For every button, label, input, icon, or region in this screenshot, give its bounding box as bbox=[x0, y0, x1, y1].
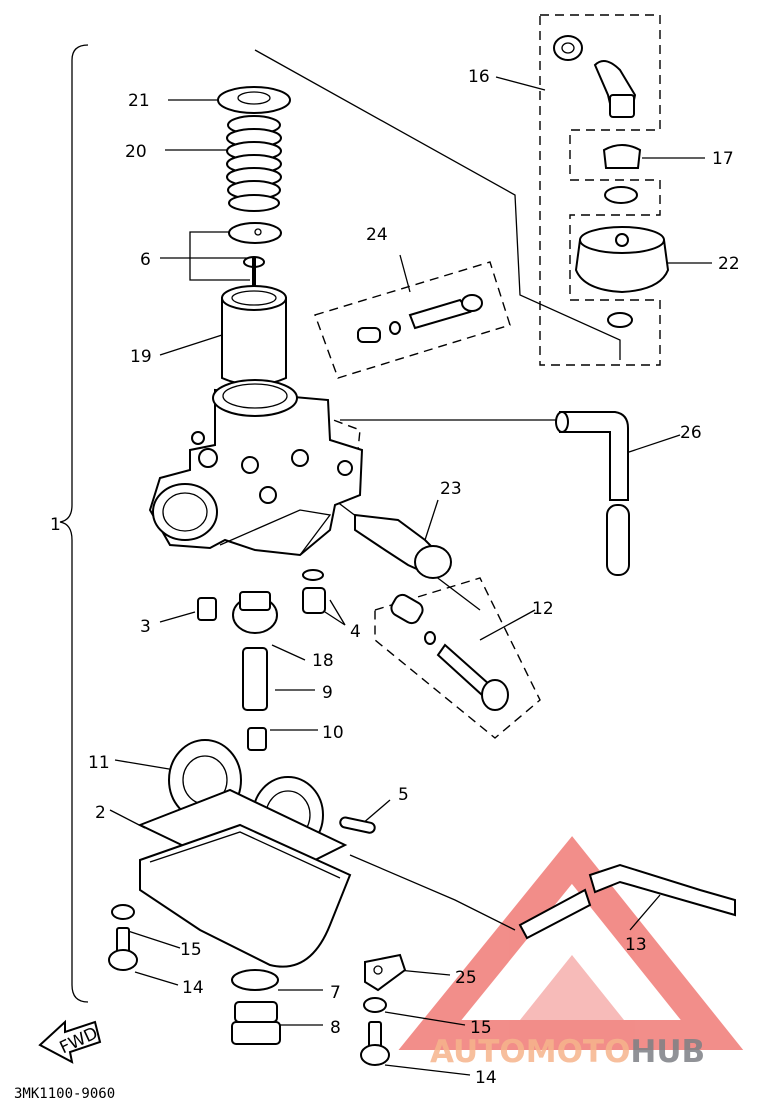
watermark-logo bbox=[398, 836, 744, 1050]
washer-top bbox=[217, 86, 291, 114]
needle-jet bbox=[242, 647, 268, 711]
vent-hose bbox=[555, 411, 630, 576]
callout-7: 7 bbox=[330, 983, 341, 1003]
callout-20: 20 bbox=[125, 142, 147, 162]
hose-bracket bbox=[364, 953, 407, 992]
callout-13: 13 bbox=[625, 935, 647, 955]
washer-left bbox=[111, 904, 135, 920]
callout-5: 5 bbox=[398, 785, 409, 805]
washer-right bbox=[363, 997, 387, 1013]
svg-text:AUTOMOTOHUB: AUTOMOTOHUB bbox=[430, 1034, 705, 1070]
callout-18: 18 bbox=[312, 651, 334, 671]
callout-9: 9 bbox=[322, 683, 333, 703]
callout-15a: 15 bbox=[180, 940, 202, 960]
callout-labels: 1 2 3 4 5 6 7 8 9 10 11 12 13 14 14 15 1… bbox=[50, 67, 740, 1088]
screw-left bbox=[108, 927, 138, 971]
callout-16: 16 bbox=[468, 67, 490, 87]
callout-4: 4 bbox=[350, 622, 361, 642]
clip-ring bbox=[607, 312, 633, 328]
carburetor-body bbox=[148, 379, 364, 557]
callout-22: 22 bbox=[718, 254, 740, 274]
drawing-code: 3MK1100-9060 bbox=[14, 1086, 115, 1102]
starter-cap bbox=[602, 144, 642, 169]
o-ring bbox=[231, 969, 279, 991]
callout-26: 26 bbox=[680, 423, 702, 443]
mixing-chamber-top bbox=[574, 226, 670, 294]
assembly-brace bbox=[59, 44, 89, 1003]
fuel-elbow bbox=[553, 35, 637, 118]
overflow-hose bbox=[518, 863, 736, 940]
callout-6: 6 bbox=[140, 250, 151, 270]
brand-part-hub: HUB bbox=[630, 1034, 705, 1070]
callout-11: 11 bbox=[88, 753, 110, 773]
throttle-spring bbox=[226, 115, 282, 212]
callout-1: 1 bbox=[50, 515, 61, 535]
callout-12: 12 bbox=[532, 599, 554, 619]
callout-14a: 14 bbox=[182, 978, 204, 998]
callout-23: 23 bbox=[440, 479, 462, 499]
watermark-brand: AUTOMOTOHUB bbox=[430, 1034, 705, 1070]
screw-right bbox=[360, 1021, 390, 1066]
pilot-jet bbox=[197, 597, 217, 621]
callout-25: 25 bbox=[455, 968, 477, 988]
throttle-valve bbox=[221, 285, 287, 386]
callout-21: 21 bbox=[128, 91, 150, 111]
dashed-groupings bbox=[314, 14, 661, 739]
brand-part-moto: MOTO bbox=[526, 1034, 631, 1070]
brand-part-auto: AUTO bbox=[430, 1034, 526, 1070]
callout-3: 3 bbox=[140, 617, 151, 637]
float-chamber bbox=[139, 823, 352, 968]
main-jet bbox=[247, 727, 267, 751]
callout-2: 2 bbox=[95, 803, 106, 823]
float-pin bbox=[339, 816, 376, 834]
callout-14b: 14 bbox=[475, 1068, 497, 1088]
callout-24: 24 bbox=[366, 225, 388, 245]
drain-plug bbox=[231, 1001, 281, 1045]
pilot-air-jet bbox=[302, 569, 326, 614]
callout-17: 17 bbox=[712, 149, 734, 169]
pilot-screw-set bbox=[357, 294, 483, 343]
starter-plunger bbox=[354, 513, 452, 579]
callout-10: 10 bbox=[322, 723, 344, 743]
throttle-stop-screw bbox=[390, 593, 509, 711]
callout-19: 19 bbox=[130, 347, 152, 367]
needle-jet-holder bbox=[232, 591, 278, 634]
callout-8: 8 bbox=[330, 1018, 341, 1038]
forward-direction-arrow: FWD bbox=[38, 1019, 102, 1064]
callout-15b: 15 bbox=[470, 1018, 492, 1038]
